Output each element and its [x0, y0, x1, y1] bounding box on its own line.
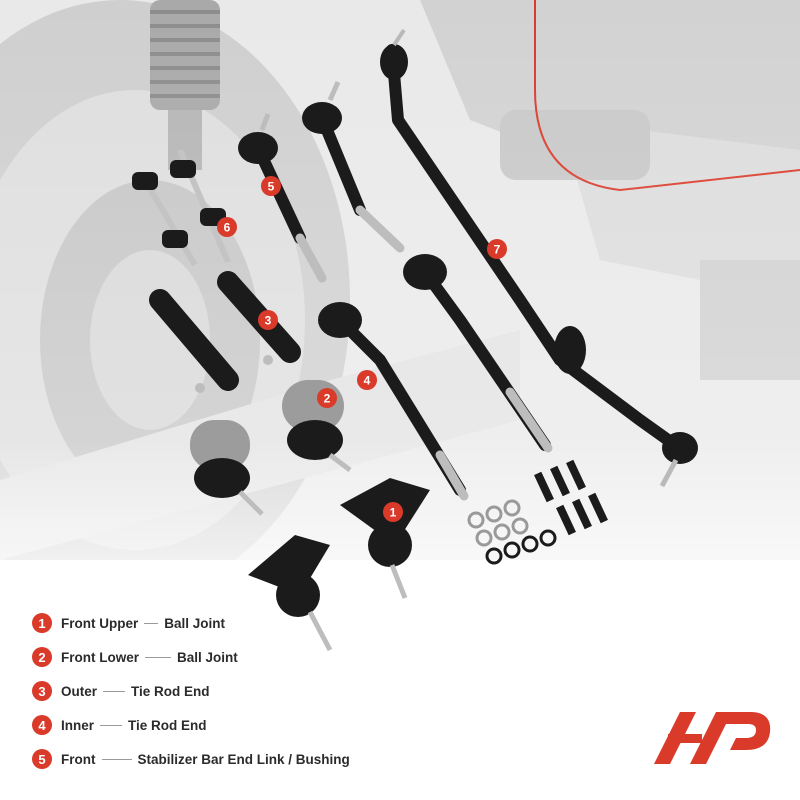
legend-item: 2 Front Lower Ball Joint: [32, 640, 472, 674]
legend-connector-line: [101, 758, 132, 760]
legend-position: Outer: [61, 683, 98, 699]
legend-position: Front Upper: [61, 615, 139, 631]
legend-connector-line: [144, 622, 159, 624]
part-marker-6: 6: [217, 217, 237, 237]
legend-item: 3 Outer Tie Rod End: [32, 674, 472, 708]
center-link: [380, 28, 698, 488]
legend-item: 1 Front Upper Ball Joint: [32, 606, 472, 640]
legend-number-badge: 4: [32, 715, 52, 735]
part-marker-5: 5: [261, 176, 281, 196]
legend-connector-line: [100, 724, 123, 726]
tie-rod-long: [302, 80, 405, 253]
legend-item: 4 Inner Tie Rod End: [32, 708, 472, 742]
part-marker-7: 7: [487, 239, 507, 259]
legend-part: Stabilizer Bar End Link / Bushing: [137, 751, 350, 767]
parts-legend: 1 Front Upper Ball Joint 2 Front Lower B…: [32, 606, 472, 776]
part-marker-1-label: 1: [390, 506, 397, 520]
stabilizer-link: [238, 113, 327, 283]
inner-tie-rods: [318, 254, 553, 501]
part-marker-4: 4: [357, 370, 377, 390]
part-marker-2-label: 2: [324, 392, 331, 406]
legend-connector-line: [103, 690, 126, 692]
legend-part: Ball Joint: [164, 615, 226, 631]
legend-number-badge: 5: [32, 749, 52, 769]
part-marker-6-label: 6: [224, 221, 231, 235]
legend-position: Front: [61, 751, 96, 767]
part-marker-3: 3: [258, 310, 278, 330]
a-premium-logo: [654, 712, 771, 764]
part-marker-2: 2: [317, 388, 337, 408]
legend-number-badge: 2: [32, 647, 52, 667]
legend-position: Inner: [61, 717, 95, 733]
legend-item: 5 Front Stabilizer Bar End Link / Bushin…: [32, 742, 472, 776]
legend-position: Front Lower: [61, 649, 139, 665]
legend-number-badge: 3: [32, 681, 52, 701]
legend-number-badge: 1: [32, 613, 52, 633]
adjusting-sleeves: [149, 271, 301, 393]
legend-connector-line: [145, 656, 171, 658]
legend-part: Ball Joint: [177, 649, 238, 665]
legend-part: Tie Rod End: [128, 717, 207, 733]
part-marker-4-label: 4: [364, 374, 371, 388]
part-marker-7-label: 7: [494, 243, 501, 257]
end-link-bolts: [132, 148, 231, 267]
hardware-bolts-washers: [467, 459, 608, 565]
legend-part: Tie Rod End: [131, 683, 210, 699]
part-marker-3-label: 3: [265, 314, 272, 328]
part-marker-1: 1: [383, 502, 403, 522]
part-marker-5-label: 5: [268, 180, 275, 194]
